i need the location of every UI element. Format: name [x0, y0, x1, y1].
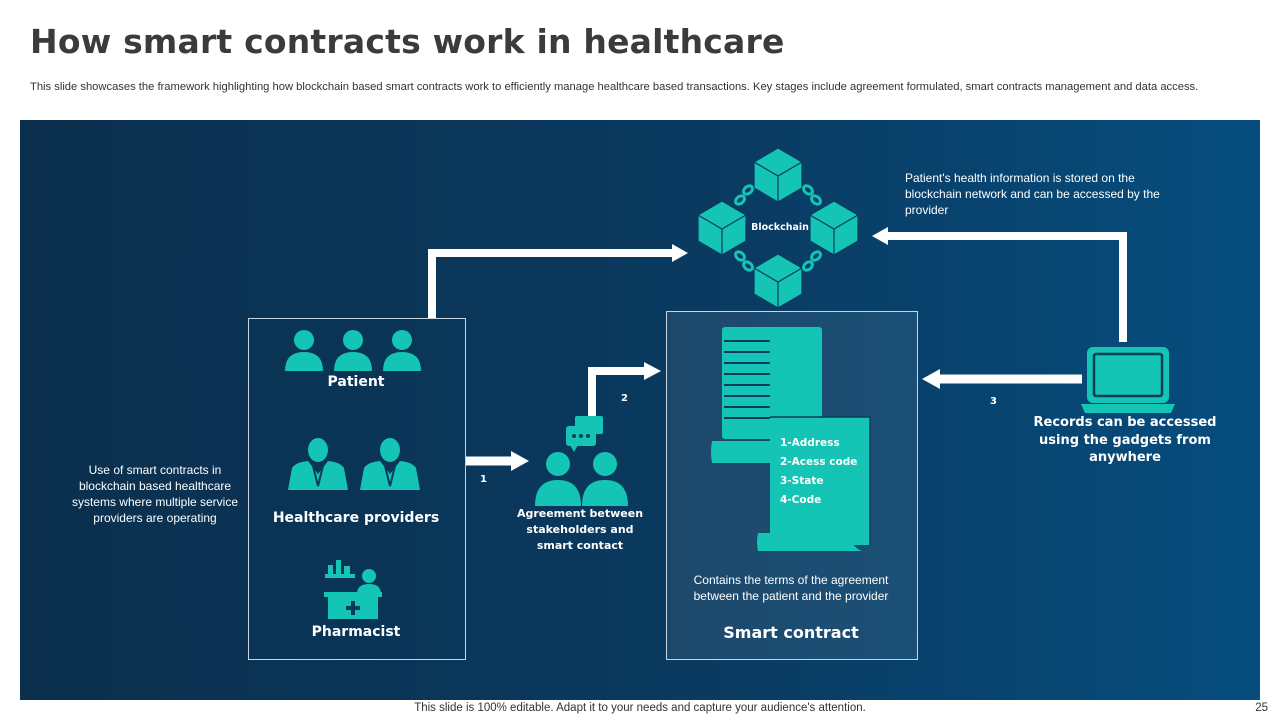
healthcare-providers-icon — [288, 438, 420, 490]
slide-subtitle: This slide showcases the framework highl… — [30, 81, 1199, 93]
patient-icon — [285, 330, 421, 371]
smart-contract-title: Smart contract — [723, 623, 859, 642]
arrow-laptop-to-blockchain — [886, 232, 1127, 342]
healthcare-providers-label: Healthcare providers — [272, 510, 440, 526]
arrow-step-2 — [588, 367, 646, 417]
arrow-step-2-head — [644, 362, 661, 380]
blockchain-icon — [697, 147, 859, 309]
pharmacist-icon — [324, 560, 382, 619]
slide-footer: This slide is 100% editable. Adapt it to… — [414, 702, 866, 714]
smart-contract-fields: 1-Address 2-Acess code 3-State 4-Code — [780, 434, 875, 510]
arrow-laptop-to-blockchain-head — [872, 227, 888, 245]
field-access-code: 2-Acess code — [780, 456, 858, 468]
step-1-number: 1 — [480, 474, 487, 485]
left-note: Use of smart contracts in blockchain bas… — [71, 463, 239, 525]
arrow-to-blockchain — [428, 249, 675, 318]
diagram-panel: Use of smart contracts in blockchain bas… — [20, 120, 1260, 700]
patient-label: Patient — [327, 374, 385, 390]
step-3-number: 3 — [990, 396, 997, 407]
stakeholders-box — [248, 318, 466, 660]
field-address: 1-Address — [780, 437, 840, 449]
smart-contract-note: Contains the terms of the agreement betw… — [693, 573, 889, 603]
arrow-step-3-head — [922, 369, 940, 389]
blockchain-label: Blockchain — [751, 222, 809, 233]
page-number: 25 — [1255, 702, 1268, 714]
arrow-to-blockchain-head — [672, 244, 688, 262]
agreement-label: Agreement between stakeholders and smart… — [516, 507, 644, 552]
connector-arrows — [428, 227, 1127, 471]
arrow-step-1-head — [511, 451, 529, 471]
smart-contract-document-icon — [711, 327, 871, 551]
blockchain-note: Patient's health information is stored o… — [905, 171, 1160, 217]
records-label: Records can be accessed using the gadget… — [1033, 415, 1217, 465]
laptop-icon — [1081, 347, 1175, 413]
slide-title: How smart contracts work in healthcare — [30, 22, 785, 61]
field-state: 3-State — [780, 475, 824, 487]
pharmacist-label: Pharmacist — [311, 624, 401, 640]
field-code: 4-Code — [780, 494, 822, 506]
step-2-number: 2 — [621, 393, 628, 404]
agreement-icon — [535, 416, 628, 506]
